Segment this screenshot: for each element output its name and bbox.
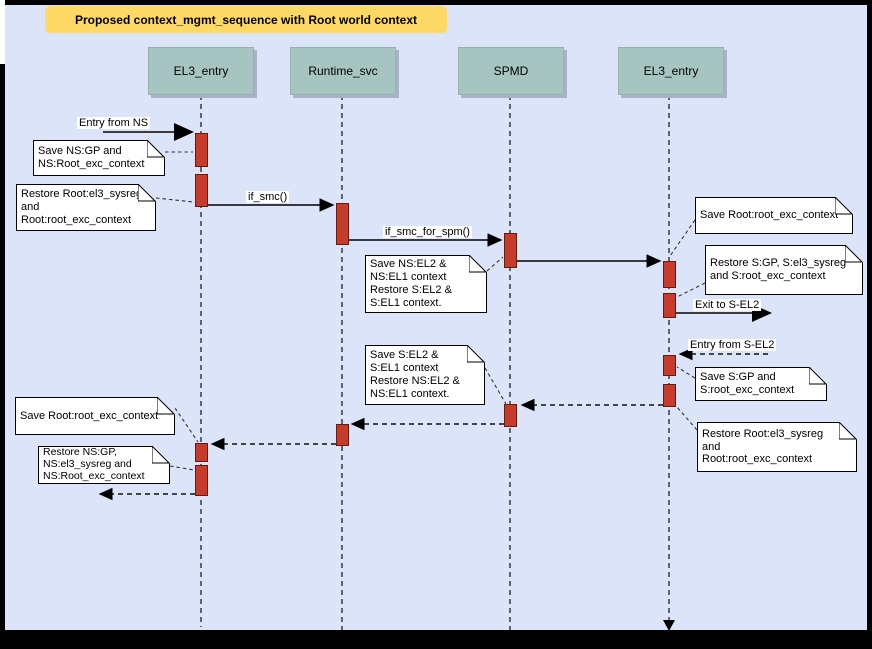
activation-runtime-b bbox=[336, 424, 349, 446]
note-save-s-el2: Save S:EL2 & S:EL1 context Restore NS:EL… bbox=[365, 345, 485, 405]
note-text: Restore Root:el3_sysreg and Root:root_ex… bbox=[702, 427, 824, 466]
note-text: Save Root:root_exc_context bbox=[20, 409, 159, 422]
note-text: Save NS:EL2 & NS:EL1 context Restore S:E… bbox=[370, 258, 452, 309]
note-fold-icon bbox=[835, 197, 853, 215]
note-fold-icon bbox=[839, 422, 857, 440]
note-fold-icon bbox=[138, 184, 156, 202]
activation-spmd-b bbox=[504, 404, 517, 427]
note-text: Restore NS:GP, NS:el3_sysreg and NS:Root… bbox=[43, 446, 145, 482]
message-label-if-smc-for-spm: if_smc_for_spm() bbox=[383, 226, 472, 238]
diagram-canvas bbox=[5, 5, 867, 630]
note-save-ns-gp: Save NS:GP and NS:Root_exc_context bbox=[33, 140, 165, 176]
note-restore-ns-gp: Restore NS:GP, NS:el3_sysreg and NS:Root… bbox=[38, 446, 170, 484]
note-restore-root-el3-sysreg: Restore Root:el3_sysreg and Root:root_ex… bbox=[16, 184, 156, 231]
message-label-entry-from-sel2: Entry from S-EL2 bbox=[688, 339, 777, 351]
corner-artifact bbox=[0, 0, 5, 64]
activation-runtime-a bbox=[336, 203, 349, 245]
activation-el3entry2-d bbox=[663, 384, 676, 407]
lifeline-header-label: EL3_entry bbox=[173, 64, 229, 78]
message-label-exit-to-sel2: Exit to S-EL2 bbox=[693, 299, 762, 311]
diagram-title: Proposed context_mgmt_sequence with Root… bbox=[45, 6, 447, 33]
note-fold-icon bbox=[152, 446, 170, 464]
message-label-entry-from-ns: Entry from NS bbox=[77, 117, 151, 129]
note-save-root-exc-left: Save Root:root_exc_context bbox=[15, 397, 175, 435]
activation-el3entry2-a bbox=[663, 261, 676, 288]
note-save-ns-el2: Save NS:EL2 & NS:EL1 context Restore S:E… bbox=[365, 255, 487, 313]
note-text: Restore Root:el3_sysreg and Root:root_ex… bbox=[21, 188, 143, 226]
note-text: Restore S:GP, S:el3_sysreg and S:root_ex… bbox=[710, 257, 847, 282]
activation-el3entry2-c bbox=[663, 355, 676, 376]
activation-el3entry1-a bbox=[195, 133, 208, 167]
activation-el3entry1-d bbox=[195, 465, 208, 496]
lifeline-header-spmd: SPMD bbox=[458, 47, 564, 95]
note-text: Save S:EL2 & S:EL1 context Restore NS:EL… bbox=[370, 349, 460, 400]
note-fold-icon bbox=[469, 255, 487, 273]
note-fold-icon bbox=[809, 367, 827, 385]
note-text: Save S:GP and S:root_exc_context bbox=[700, 371, 795, 396]
note-fold-icon bbox=[467, 345, 485, 363]
lifeline-header-el3-entry-2: EL3_entry bbox=[618, 47, 724, 95]
lifeline-header-label: Runtime_svc bbox=[308, 64, 378, 78]
note-save-s-gp: Save S:GP and S:root_exc_context bbox=[695, 367, 827, 401]
activation-el3entry1-c bbox=[195, 443, 208, 462]
lifeline-header-el3-entry-1: EL3_entry bbox=[148, 47, 254, 95]
note-text: Save Root:root_exc_context bbox=[700, 209, 839, 222]
note-text: Save NS:GP and NS:Root_exc_context bbox=[38, 145, 145, 170]
note-fold-icon bbox=[157, 397, 175, 415]
message-label-if-smc: if_smc() bbox=[246, 191, 290, 203]
note-restore-s-gp: Restore S:GP, S:el3_sysreg and S:root_ex… bbox=[705, 245, 863, 295]
activation-el3entry1-b bbox=[195, 174, 208, 207]
lifeline-header-runtime-svc: Runtime_svc bbox=[290, 47, 396, 95]
note-fold-icon bbox=[845, 245, 863, 263]
lifeline-header-label: SPMD bbox=[493, 64, 529, 78]
activation-spmd-a bbox=[504, 233, 517, 268]
note-fold-icon bbox=[147, 140, 165, 158]
note-restore-root-el3-sysreg-right: Restore Root:el3_sysreg and Root:root_ex… bbox=[697, 422, 857, 472]
note-save-root-exc-right: Save Root:root_exc_context bbox=[695, 197, 853, 234]
lifeline-header-label: EL3_entry bbox=[643, 64, 699, 78]
activation-el3entry2-b bbox=[663, 293, 676, 318]
